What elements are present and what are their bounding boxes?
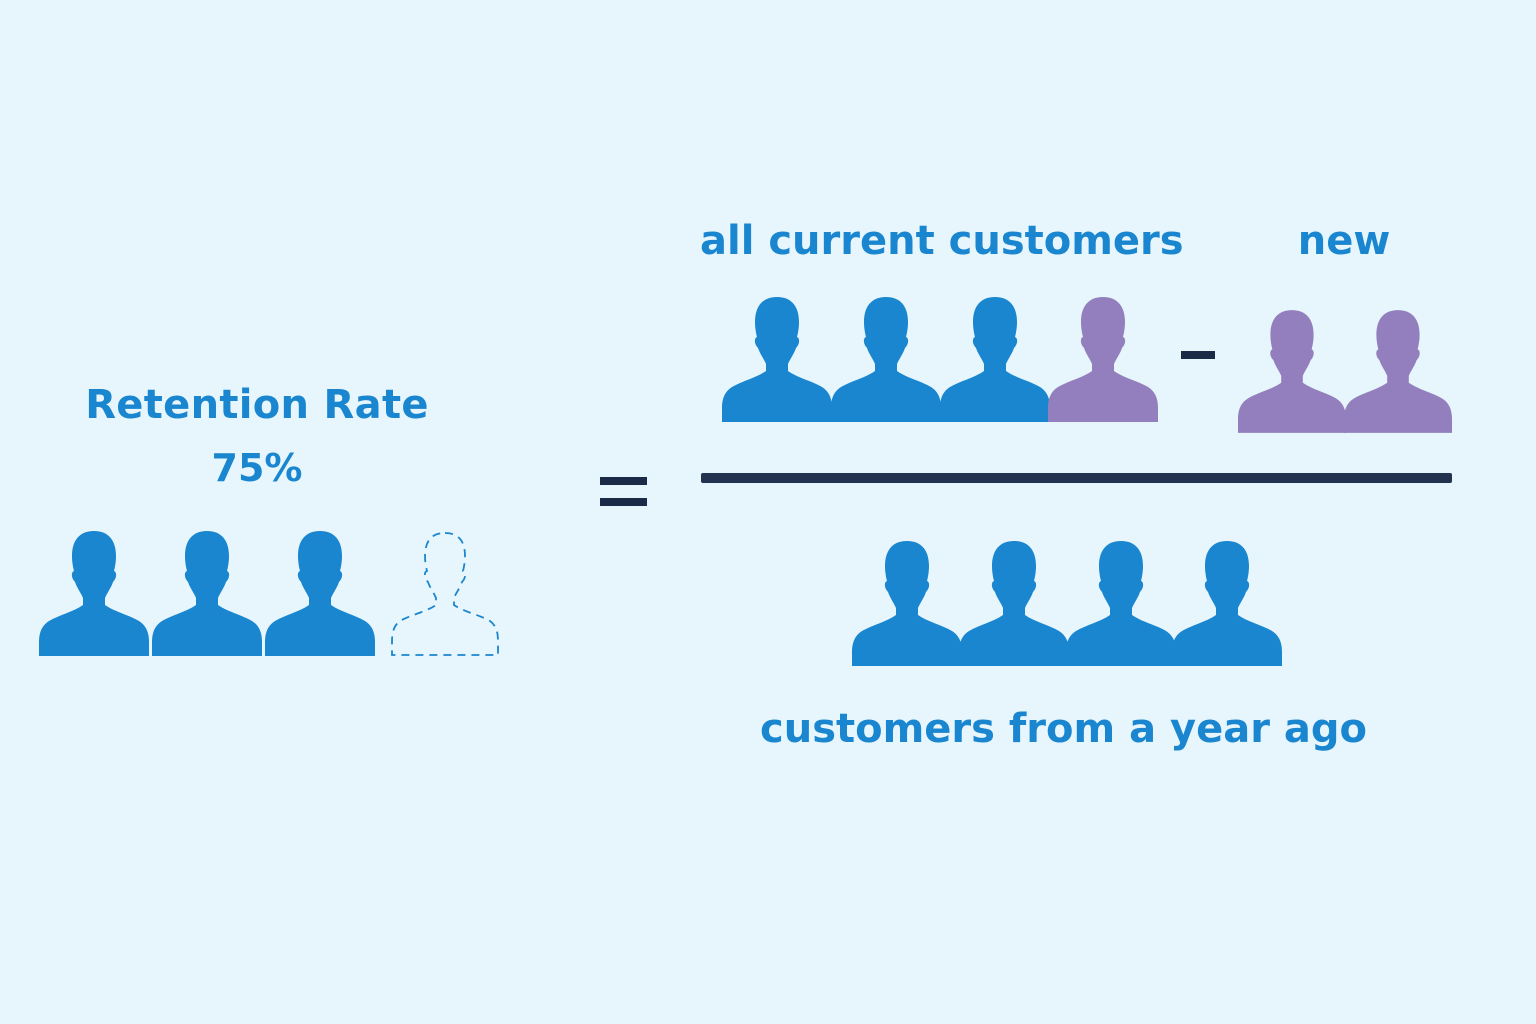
year-ago-customer-icon [1172,541,1282,666]
current-new-customer-icon [1048,297,1158,422]
lost-customer-outline-icon [391,532,499,656]
equals-sign [600,477,647,485]
year-ago-customer-icon [1066,541,1176,666]
minus-sign [1181,351,1215,359]
new-customer-icon [1344,310,1452,433]
retention-rate-title: Retention Rate [85,382,429,428]
retained-customer-icon [265,531,375,656]
retained-customer-icon [39,531,149,656]
new-customer-icon [1238,310,1346,433]
current-customer-icon [940,297,1050,422]
fraction-bar [701,473,1452,483]
all-current-customers-label: all current customers [700,218,1184,264]
year-ago-customer-icon [959,541,1069,666]
current-customer-icon [831,297,941,422]
year-ago-customer-icon [852,541,962,666]
equals-sign-lower [600,498,647,506]
current-customer-icon [722,297,832,422]
new-customers-label: new [1297,218,1391,264]
customers-year-ago-label: customers from a year ago [760,706,1367,752]
retained-customer-icon [152,531,262,656]
retention-rate-value: 75% [211,446,303,490]
